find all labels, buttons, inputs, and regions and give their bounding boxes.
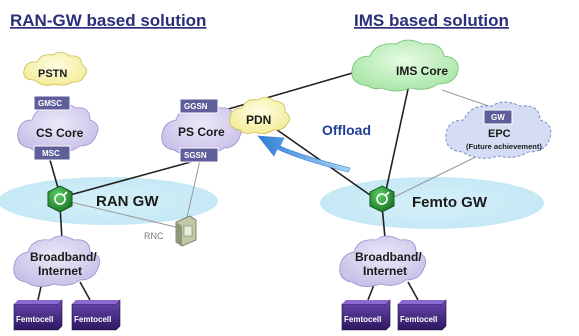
broadband-left-label-line1: Broadband/ xyxy=(30,250,97,264)
femtocell-2: Femtocell xyxy=(71,299,121,331)
link-bb-femto2 xyxy=(79,281,91,301)
pstn-cloud: PSTN xyxy=(23,51,87,86)
pstn-label: PSTN xyxy=(38,68,67,80)
femtocell-3-label: Femtocell xyxy=(344,315,381,324)
link-sgsn-rnc xyxy=(185,159,201,223)
cs-core-label: CS Core xyxy=(36,126,84,140)
cs-core-cloud: CS Core xyxy=(17,103,99,153)
ran-gw-label: RAN GW xyxy=(96,193,159,210)
ps-core-label: PS Core xyxy=(178,125,225,139)
msc-box: MSC xyxy=(33,145,71,161)
sgsn-box: SGSN xyxy=(179,147,219,163)
link-sgsn-rangw xyxy=(69,159,199,196)
femtocell-2-label: Femtocell xyxy=(74,315,111,324)
gmsc-label: GMSC xyxy=(38,99,62,108)
gw-label: GW xyxy=(491,113,505,122)
link-rangw-rnc xyxy=(61,199,181,229)
ggsn-label: GGSN xyxy=(184,102,208,111)
epc-label: EPC xyxy=(488,128,511,140)
broadband-right-label-line2: Internet xyxy=(363,264,407,278)
ran-gw-node: RAN GW xyxy=(47,185,159,213)
epc-cloud: EPC (Future achievement) xyxy=(445,101,552,159)
femtocell-3: Femtocell xyxy=(341,299,391,331)
gateway-icon xyxy=(369,185,395,213)
title-ran-gw-solution: RAN-GW based solution xyxy=(10,11,206,30)
offload-label: Offload xyxy=(322,122,371,138)
femto-gw-label: Femto GW xyxy=(412,194,488,211)
pdn-label: PDN xyxy=(246,113,271,127)
msc-label: MSC xyxy=(42,149,60,158)
gw-box: GW xyxy=(483,109,513,125)
gateway-icon xyxy=(47,185,73,213)
rnc-label: RNC xyxy=(144,231,164,241)
broadband-right-label-line1: Broadband/ xyxy=(355,250,422,264)
gmsc-box: GMSC xyxy=(33,95,71,111)
femtocell-1: Femtocell xyxy=(13,299,63,331)
rnc-node: RNC xyxy=(144,215,197,247)
femtocell-1-label: Femtocell xyxy=(16,315,53,324)
ims-core-label: IMS Core xyxy=(396,64,448,78)
ps-core-cloud: PS Core xyxy=(161,103,243,155)
femto-gw-node: Femto GW xyxy=(369,185,488,213)
sgsn-label: SGSN xyxy=(184,151,207,160)
link-pdn-femtogw xyxy=(262,119,371,196)
link-ims-femtogw xyxy=(384,79,411,196)
femtocell-4: Femtocell xyxy=(397,299,447,331)
epc-note-label: (Future achievement) xyxy=(466,142,542,151)
offload-arrow: Offload xyxy=(257,122,371,173)
femtocell-4-label: Femtocell xyxy=(400,315,437,324)
broadband-cloud-right: Broadband/ Internet xyxy=(339,235,427,287)
offload-arrow-icon xyxy=(257,135,351,173)
pdn-cloud: PDN xyxy=(229,96,290,134)
broadband-left-label-line2: Internet xyxy=(38,264,82,278)
title-ims-solution: IMS based solution xyxy=(354,11,509,30)
ims-core-cloud: IMS Core xyxy=(351,39,459,92)
link-bb-femto4 xyxy=(407,281,419,301)
ggsn-box: GGSN xyxy=(179,98,219,114)
broadband-cloud-left: Broadband/ Internet xyxy=(13,235,101,287)
